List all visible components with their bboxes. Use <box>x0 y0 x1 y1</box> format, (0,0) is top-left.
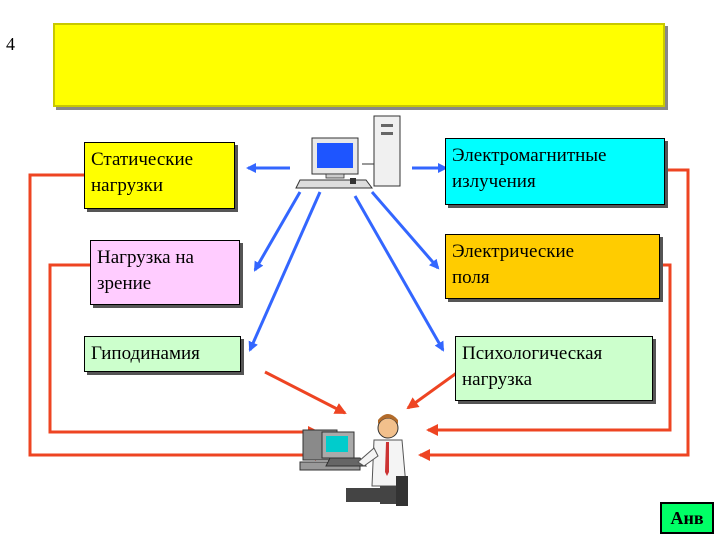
anv-label: Анв <box>670 507 704 528</box>
box-emf-radiation: Электромагнитные излучения <box>445 138 665 205</box>
box-label: Гиподинамия <box>91 343 200 364</box>
anv-nav-button[interactable]: Анв <box>660 502 714 534</box>
box-hypodynamia: Гиподинамия <box>84 336 241 372</box>
blue-arrows <box>246 163 448 352</box>
arrow-to-vision-load <box>253 191 302 272</box>
arrow-to-electric-fields <box>370 191 440 270</box>
box-label: Психологическая нагрузка <box>462 343 603 390</box>
box-label: Электрические поля <box>452 241 575 288</box>
title-banner <box>53 23 665 107</box>
red-arrow-from-psych <box>406 370 459 410</box>
box-label: Электромагнитные излучения <box>452 145 607 192</box>
red-arrows <box>28 168 690 461</box>
computer-icon <box>295 115 401 189</box>
red-path-right-inner <box>426 263 672 436</box>
box-psych-load: Психологическая нагрузка <box>455 336 653 401</box>
red-path-right-outer <box>418 168 690 461</box>
box-electric-fields: Электрические поля <box>445 234 660 299</box>
red-path-left-outer <box>28 173 327 461</box>
box-static-loads: Статические нагрузки <box>84 142 235 209</box>
red-arrow-from-hypodynamia <box>264 370 347 415</box>
arrow-to-hypodynamia <box>248 191 322 352</box>
box-label: Статические нагрузки <box>91 149 194 196</box>
slide-number: 4 <box>6 34 15 54</box>
box-label: Нагрузка на зрение <box>97 247 194 294</box>
red-path-left-inner <box>48 263 320 438</box>
arrow-to-psych-load <box>353 195 445 352</box>
box-vision-load: Нагрузка на зрение <box>90 240 240 305</box>
worker-at-computer-icon <box>299 414 408 506</box>
